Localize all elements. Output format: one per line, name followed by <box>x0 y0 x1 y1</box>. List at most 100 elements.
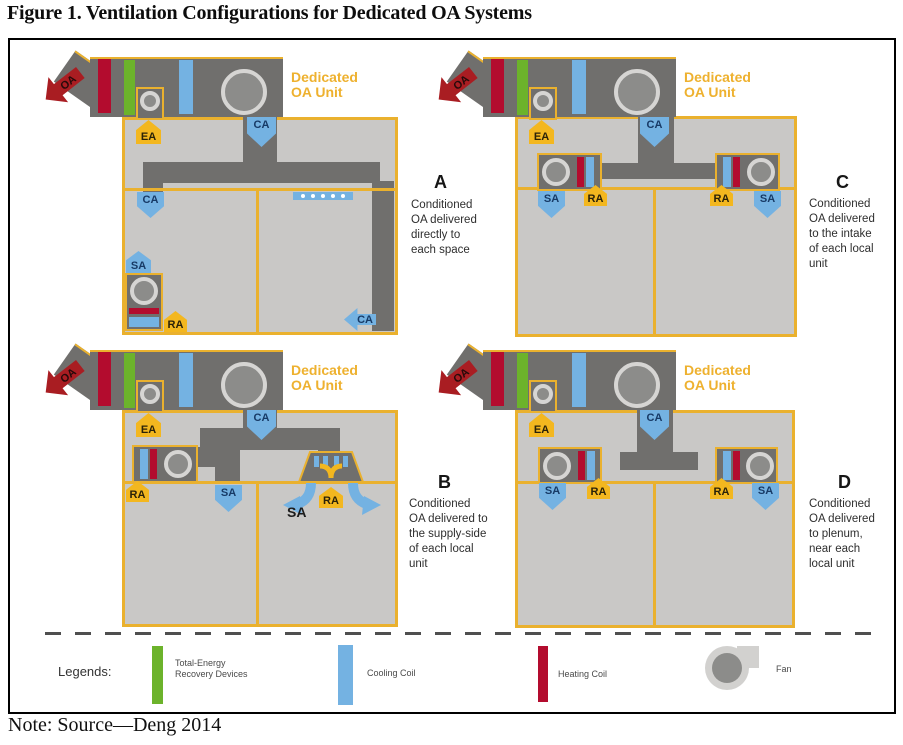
exhaust-fan-box <box>136 87 164 120</box>
fan-icon <box>130 277 158 305</box>
exhaust-fan-box <box>529 87 557 120</box>
local-unit-left <box>538 447 602 484</box>
legend-fan-label: Fan <box>776 664 792 674</box>
ca-arrow: CA <box>247 117 276 147</box>
ea-arrow: EA <box>529 413 554 437</box>
ea-arrow: EA <box>136 120 161 144</box>
fan-icon <box>140 384 160 404</box>
wall-duct <box>372 181 394 331</box>
oa-arrow-icon: OA <box>438 66 478 103</box>
plenum-outlet <box>620 452 698 470</box>
legend-heading: Legends: <box>58 664 112 679</box>
panel-letter: C <box>836 172 849 192</box>
sa-curved-arrow-right <box>348 482 381 515</box>
local-unit-right <box>715 153 780 191</box>
cooling-coil-bar <box>587 451 595 480</box>
cooling-coil-bar <box>179 60 193 114</box>
room-divider <box>256 481 259 627</box>
figure-title: Figure 1. Ventilation Configurations for… <box>7 2 532 24</box>
panel-description: Conditioned OA delivered directly to eac… <box>411 199 477 256</box>
room-divider <box>653 481 656 628</box>
ca-arrow: CA <box>640 117 669 147</box>
heating-coil-bar <box>491 59 504 113</box>
cooling-coil-bar <box>723 451 731 480</box>
cooling-coil-bar <box>140 449 148 479</box>
panel-description: Conditioned OA delivered to the intake o… <box>809 198 875 270</box>
fan-icon <box>543 452 571 480</box>
ea-arrow: EA <box>529 120 554 144</box>
oa-arrow-icon: OA <box>45 66 85 103</box>
fan-icon <box>164 450 192 478</box>
cooling-coil-bar <box>586 157 594 187</box>
sa-arrow: SA <box>126 251 151 273</box>
ra-tag: RA <box>164 311 187 332</box>
local-unit-left <box>537 153 602 191</box>
terminal-unit <box>298 451 364 483</box>
panel-letter: D <box>838 472 851 492</box>
heating-coil-bar <box>733 451 740 480</box>
heating-coil-bar <box>577 157 584 187</box>
heating-coil-bar <box>150 449 157 479</box>
ra-tag-right: RA <box>710 478 733 499</box>
panel-description: Conditioned OA delivered to the supply-s… <box>409 498 488 570</box>
heating-coil-bar <box>491 352 504 406</box>
exhaust-fan-box <box>529 380 557 413</box>
cooling-coil-bar <box>723 157 731 187</box>
local-unit <box>125 273 163 331</box>
ca-arrow: CA <box>247 410 276 440</box>
distribution-duct <box>200 428 340 450</box>
cooling-coil-bar <box>179 353 193 407</box>
branch-to-unit <box>193 447 221 467</box>
legend-heating-coil-swatch <box>538 646 548 702</box>
room-divider <box>256 188 259 335</box>
sa-text-label: SA <box>287 504 307 520</box>
ea-label: EA <box>140 131 157 143</box>
legend-energy-recovery-label: Total-Energy Recovery Devices <box>175 658 248 680</box>
energy-recovery-bar <box>517 353 528 408</box>
exhaust-fan-box <box>136 380 164 413</box>
energy-recovery-bar <box>124 353 135 408</box>
ra-tag-left: RA <box>587 478 610 499</box>
cooling-coil-bar <box>129 317 159 327</box>
ra-tag-left: RA <box>584 185 607 206</box>
local-unit-right <box>715 447 778 484</box>
heating-coil-bar <box>129 308 159 314</box>
source-note: Note: Source—Deng 2014 <box>8 714 222 736</box>
fan-icon <box>533 91 553 111</box>
cooling-coil-bar <box>572 353 586 407</box>
dedicated-oa-unit-label: Dedicated OA Unit <box>291 362 358 394</box>
ra-tag-terminal: RA <box>319 487 343 508</box>
legend-separator <box>45 632 875 635</box>
fan-icon <box>746 452 774 480</box>
dedicated-oa-unit: Dedicated OA Unit OA EA CA <box>438 343 763 442</box>
unit-label-line1: Dedicated <box>291 69 358 85</box>
figure-box: Dedicated OA Unit OA EA CA CA SA <box>8 38 896 714</box>
heating-coil-bar <box>578 451 585 480</box>
fan-icon <box>140 91 160 111</box>
oa-arrow-icon: OA <box>45 359 85 396</box>
ceiling-line <box>122 481 398 484</box>
supply-fan-icon <box>221 362 267 408</box>
legend-energy-recovery-swatch <box>152 646 163 704</box>
heating-coil-bar <box>733 157 740 187</box>
ca-arrow: CA <box>640 410 669 440</box>
dedicated-oa-unit: Dedicated OA Unit OA EA CA <box>45 50 370 149</box>
fan-icon <box>542 158 570 186</box>
panel-letter: B <box>438 472 451 492</box>
room-divider <box>653 187 656 337</box>
ea-arrow: EA <box>136 413 161 437</box>
duct-drop <box>143 181 163 192</box>
dedicated-oa-unit-label: Dedicated OA Unit <box>291 69 387 101</box>
branch-down <box>215 448 240 483</box>
distribution-duct <box>143 162 380 183</box>
legend-fan-icon <box>705 646 759 690</box>
dedicated-oa-unit: Dedicated OA Unit OA EA CA <box>438 50 763 149</box>
legend-cooling-coil-swatch <box>338 645 353 705</box>
unit-label-line2: OA Unit <box>291 84 343 101</box>
fan-icon <box>747 158 775 186</box>
energy-recovery-bar <box>124 60 135 115</box>
energy-recovery-bar <box>517 60 528 115</box>
cooling-coil-bar <box>572 60 586 114</box>
ceiling-diffuser <box>293 192 353 200</box>
